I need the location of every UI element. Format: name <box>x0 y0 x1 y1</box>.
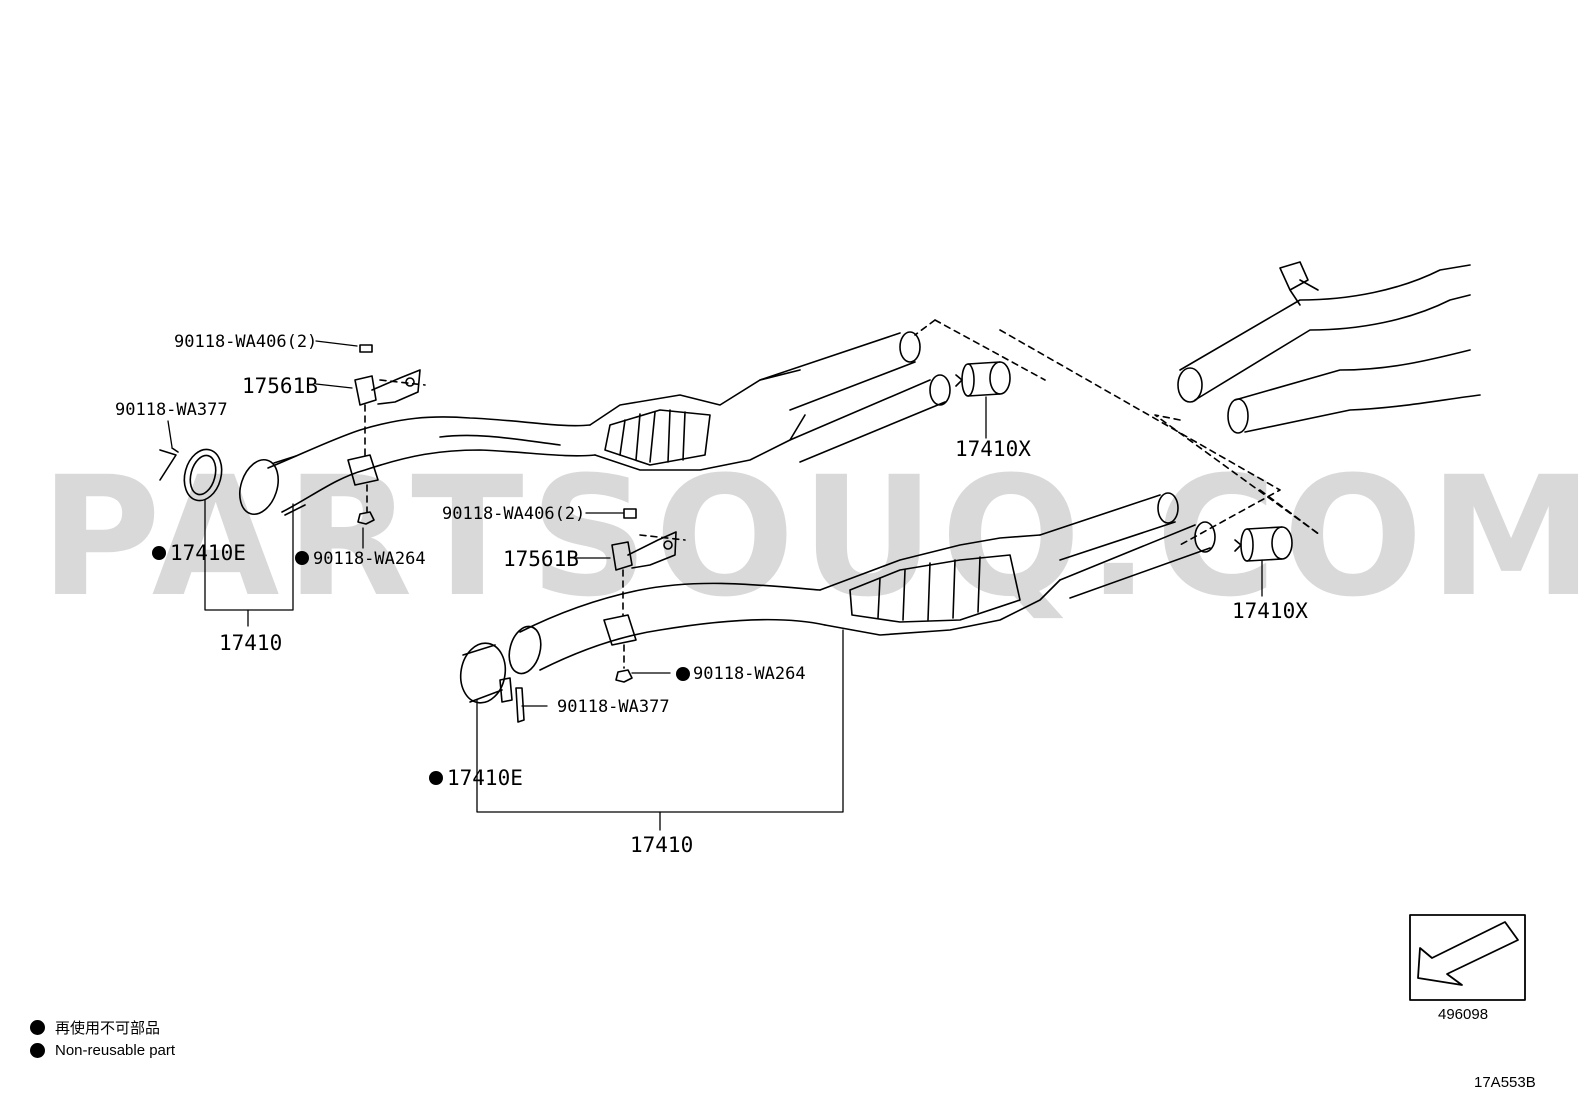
label-upper-bracket: 17561B <box>242 374 318 398</box>
watermark: PARTSOUQ.COM <box>40 441 1592 633</box>
label-upper-bolt-wa406: 90118-WA406(2) <box>174 332 317 352</box>
label-upper-hanger: 17410X <box>955 437 1031 461</box>
label-upper-gasket: 17410E <box>170 541 246 565</box>
lower-bracket-17561B <box>603 508 677 646</box>
lower-catalytic-converter <box>819 534 1061 636</box>
label-upper-assembly: 17410 <box>219 631 282 655</box>
upper-bracket-17561B <box>347 344 421 486</box>
label-lower-bolt-wa377: 90118-WA377 <box>557 697 670 717</box>
direction-reference: 496098 <box>1438 1006 1489 1023</box>
rear-tail-pipes <box>1177 261 1481 434</box>
label-upper-bolt-wa377: 90118-WA377 <box>115 400 228 420</box>
upper-nut <box>357 511 375 525</box>
lower-nut <box>615 669 633 683</box>
upper-hanger-17410X <box>955 361 1011 397</box>
label-lower-nut-wa264: 90118-WA264 <box>693 664 806 684</box>
legend-text-jp: 再使用不可部品 <box>55 1020 161 1037</box>
direction-box <box>1409 914 1526 1001</box>
legend-text-en: Non-reusable part <box>55 1042 176 1059</box>
lower-clamp-bolts <box>499 677 525 723</box>
legend-row-jp: 再使用不可部品 <box>30 1017 160 1038</box>
non-reusable-markers <box>152 546 690 785</box>
leader-lines <box>167 340 1263 831</box>
lower-rear-pipes <box>1039 492 1216 599</box>
label-upper-nut-wa264: 90118-WA264 <box>313 549 426 569</box>
lower-hanger-17410X <box>1234 526 1293 562</box>
dashed-guides <box>364 319 1321 669</box>
label-lower-bolt-wa406: 90118-WA406(2) <box>442 504 585 524</box>
legend-row-en: Non-reusable part <box>30 1042 175 1059</box>
legend-dot <box>30 1043 45 1058</box>
upper-catalytic-converter <box>589 369 806 471</box>
label-lower-gasket: 17410E <box>447 766 523 790</box>
upper-gasket-17410E <box>159 447 223 502</box>
figure-code: 17A553B <box>1474 1074 1536 1091</box>
lower-front-pipe <box>459 582 826 704</box>
legend-dot <box>30 1020 45 1035</box>
label-lower-bracket: 17561B <box>503 547 579 571</box>
label-lower-hanger: 17410X <box>1232 599 1308 623</box>
label-lower-assembly: 17410 <box>630 833 693 857</box>
upper-rear-pipes <box>759 331 951 463</box>
upper-front-pipe <box>239 416 596 516</box>
